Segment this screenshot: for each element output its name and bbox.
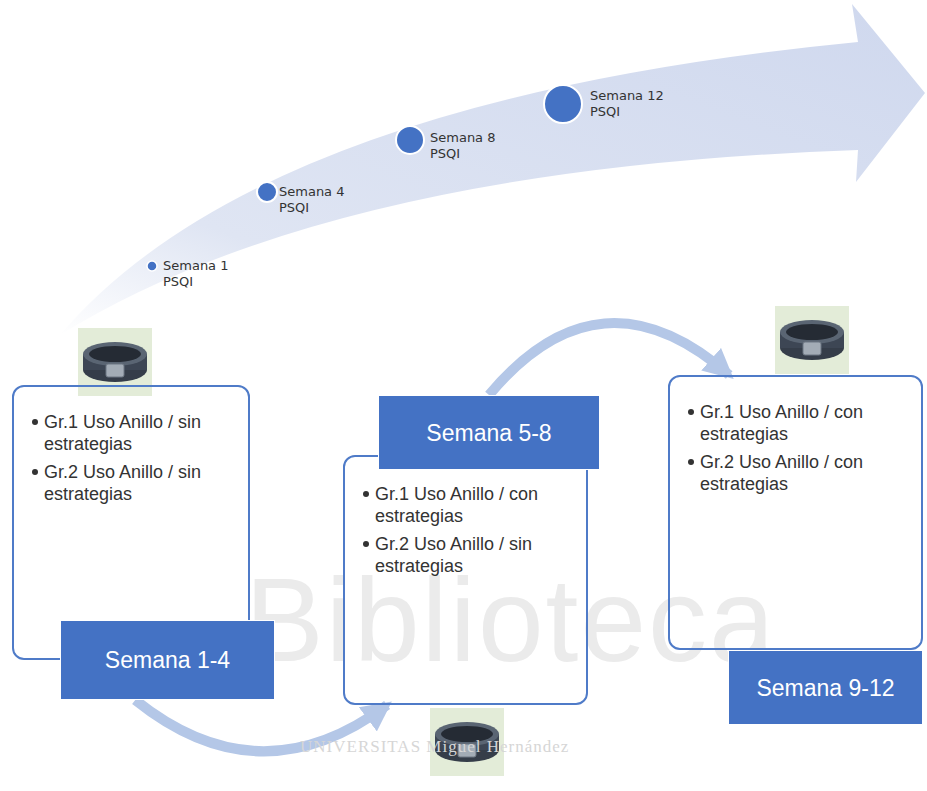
bullet <box>32 469 38 475</box>
bullet <box>688 459 694 465</box>
timeline-dot <box>147 261 157 271</box>
timeline-arrow <box>60 4 925 335</box>
period-tab: Semana 1-4 <box>60 620 275 700</box>
list-row: Gr.1 Uso Anillo / con estrategias <box>688 401 907 445</box>
milestone-label: Semana 1 PSQI <box>163 258 243 290</box>
period-label: Semana 9-12 <box>746 674 904 702</box>
ring-icon <box>775 306 849 374</box>
milestone-label: Semana 4 PSQI <box>279 184 359 216</box>
list-row: Gr.1 Uso Anillo / sin estrategias <box>32 411 234 455</box>
watermark: UNIVERSITAS Miguel Hernández <box>300 737 569 757</box>
period-label: Semana 1-4 <box>95 646 240 674</box>
bullet <box>32 419 38 425</box>
list-item: Gr.1 Uso Anillo / sin estrategias <box>44 412 201 454</box>
group-box: Gr.1 Uso Anillo / sin estrategiasGr.2 Us… <box>12 385 250 660</box>
timeline-dot <box>396 126 424 154</box>
timeline-dot <box>257 182 277 202</box>
period-tab: Semana 9-12 <box>728 650 923 725</box>
list-item: Gr.2 Uso Anillo / sin estrategias <box>44 462 201 504</box>
group-box: Gr.1 Uso Anillo / con estrategiasGr.2 Us… <box>668 375 923 650</box>
list-item: Gr.1 Uso Anillo / con estrategias <box>375 484 538 526</box>
curved-arrow <box>489 323 729 395</box>
bullet <box>688 409 694 415</box>
period-tab: Semana 5-8 <box>378 395 600 470</box>
milestone-label: Semana 12 PSQI <box>590 88 670 120</box>
watermark: Biblioteca <box>245 560 777 680</box>
bullet <box>363 541 369 547</box>
bullet <box>363 491 369 497</box>
group-box: Gr.1 Uso Anillo / con estrategiasGr.2 Us… <box>343 455 588 705</box>
list-item: Gr.2 Uso Anillo / sin estrategias <box>375 534 532 576</box>
timeline-dot <box>544 85 582 123</box>
list-row: Gr.2 Uso Anillo / sin estrategias <box>32 461 234 505</box>
list-row: Gr.1 Uso Anillo / con estrategias <box>363 483 572 527</box>
list-item: Gr.1 Uso Anillo / con estrategias <box>700 402 863 444</box>
milestone-label: Semana 8 PSQI <box>430 130 510 162</box>
list-row: Gr.2 Uso Anillo / sin estrategias <box>363 533 572 577</box>
list-item: Gr.2 Uso Anillo / con estrategias <box>700 452 863 494</box>
list-row: Gr.2 Uso Anillo / con estrategias <box>688 451 907 495</box>
period-label: Semana 5-8 <box>416 419 561 447</box>
